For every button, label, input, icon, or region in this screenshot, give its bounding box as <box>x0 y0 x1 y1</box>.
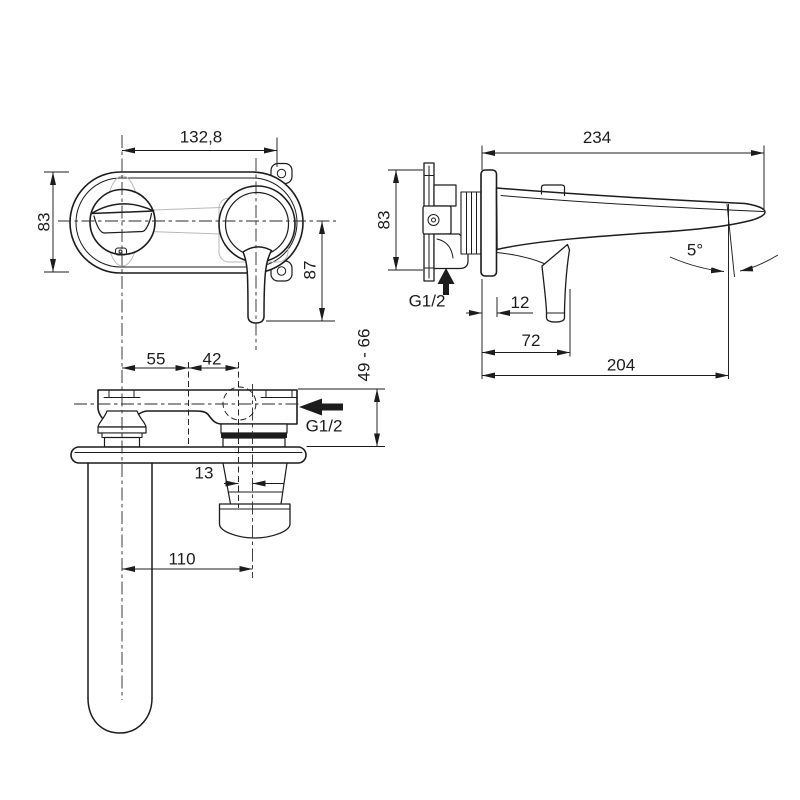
dim-top-handle-to-valve: 55 <box>122 349 189 371</box>
dim-label-top-110: 110 <box>168 549 195 568</box>
temp-marker-icon <box>115 247 127 256</box>
spout-mount-top <box>220 423 288 448</box>
dim-label-top-55: 55 <box>147 349 166 368</box>
spout-side <box>495 184 766 264</box>
dim-top-valve-to-spout: 42 <box>188 349 239 371</box>
handle-cap-side <box>540 184 566 197</box>
screw-icon <box>427 214 440 226</box>
centerlines <box>58 135 336 700</box>
front-view <box>69 162 304 324</box>
top-inlet-annotation: G1/2 <box>299 398 343 435</box>
dim-label-front-lever-drop: 87 <box>300 261 319 280</box>
dim-label-front-plate-height: 83 <box>34 213 53 232</box>
dim-side-depth-total: 234 <box>481 128 765 209</box>
dim-front-width: 132,8 <box>122 127 278 167</box>
dim-label-side-spout-angle: 5° <box>687 240 703 259</box>
dim-top-mounting-depth: 49 - 66 <box>298 329 385 447</box>
wall-plate-top <box>70 446 307 464</box>
valve-body <box>422 184 482 270</box>
dim-side-lever-offset: 72 <box>481 279 571 379</box>
spout-top <box>87 462 153 734</box>
lever-front <box>242 246 273 324</box>
inlet-arrow-left-icon <box>299 398 322 416</box>
handle-knob <box>89 188 156 256</box>
dim-top-spout-length: 110 <box>122 549 253 572</box>
dim-side-spout-reach: 204 <box>482 204 729 379</box>
side-inlet-annotation: G1/2 <box>409 268 455 310</box>
dim-side-plate-height: 83 <box>374 169 423 271</box>
dim-label-front-width: 132,8 <box>180 127 223 146</box>
side-view <box>422 162 766 323</box>
wall-plate-front-inner <box>75 177 298 268</box>
dimensions: 132,8 83 87 234 83 G1/2 <box>34 127 779 572</box>
outlet-aerator <box>218 462 291 539</box>
dim-label-top-depth-range: 49 - 66 <box>354 329 373 382</box>
dim-front-plate-height: 83 <box>34 171 69 273</box>
cartridge-hidden-circle <box>222 386 257 421</box>
dim-label-top-42: 42 <box>203 349 222 368</box>
wall-plate-side <box>480 169 498 277</box>
dim-side-spout-angle: 5° <box>669 203 779 278</box>
dim-front-lever-drop: 87 <box>266 221 335 322</box>
dim-label-top-13: 13 <box>195 463 214 482</box>
inlet-arrow-up-icon <box>437 268 455 284</box>
label-side-inlet-thread: G1/2 <box>409 291 446 310</box>
dim-label-side-lever-offset: 72 <box>522 331 541 350</box>
dim-label-side-plate-depth: 12 <box>511 293 530 312</box>
dim-side-plate-depth: 12 <box>466 293 533 317</box>
dim-label-side-spout-reach: 204 <box>607 355 635 374</box>
label-top-inlet-thread: G1/2 <box>306 416 343 435</box>
dim-top-outlet-offset: 13 <box>195 463 284 487</box>
dim-label-side-plate-height: 83 <box>374 211 393 230</box>
lever-side <box>541 243 571 323</box>
dim-label-side-depth: 234 <box>583 128 611 147</box>
mixer-control <box>218 185 296 324</box>
